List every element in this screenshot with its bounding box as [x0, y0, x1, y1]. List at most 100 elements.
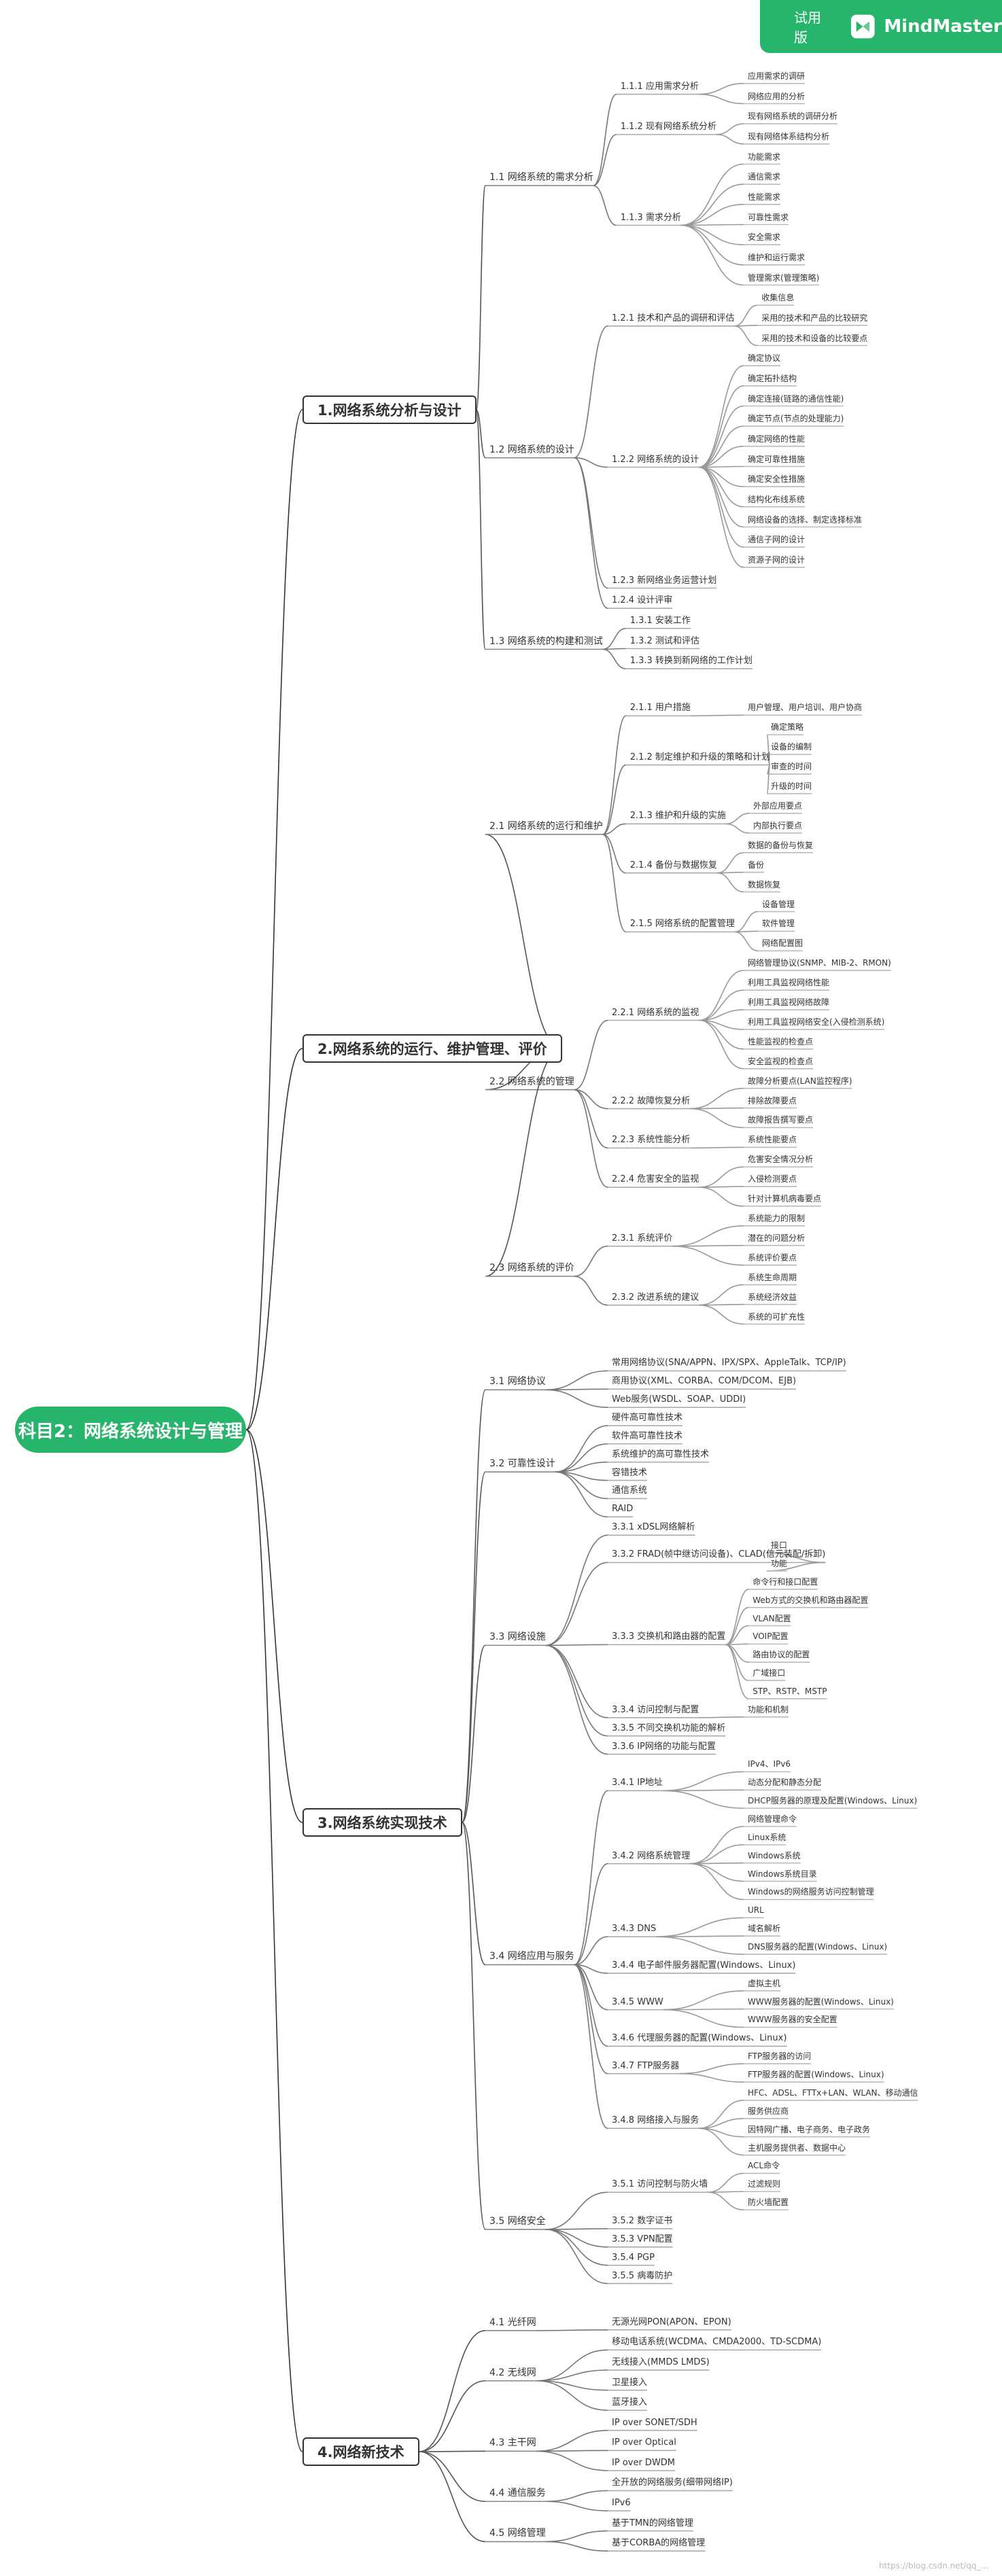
- topic-node[interactable]: 收集信息: [761, 293, 795, 303]
- topic-node[interactable]: 通信子网的设计: [748, 535, 806, 545]
- subsection-node[interactable]: 3.5.2 数字证书: [612, 2215, 673, 2226]
- topic-node[interactable]: 功能需求: [748, 152, 781, 162]
- topic-node[interactable]: DHCP服务器的原理及配置(Windows、Linux): [748, 1796, 918, 1806]
- topic-node[interactable]: 利用工具监视网络安全(入侵检测系统): [748, 1017, 885, 1027]
- subsection-node[interactable]: 3.5.5 病毒防护: [612, 2270, 673, 2281]
- topic-node[interactable]: 设备管理: [761, 899, 795, 909]
- topic-node[interactable]: 动态分配和静态分配: [748, 1778, 822, 1788]
- subsection-node[interactable]: 1.2.1 技术和产品的调研和评估: [612, 313, 735, 323]
- topic-node[interactable]: 广域接口: [753, 1668, 786, 1678]
- section-node[interactable]: 3.3 网络设施: [489, 1631, 546, 1643]
- topic-node[interactable]: 软件管理: [761, 919, 795, 929]
- topic-node[interactable]: 网络应用的分析: [748, 91, 806, 101]
- topic-node[interactable]: 数据恢复: [748, 879, 781, 889]
- subsection-node[interactable]: 全开放的网络服务(细带网络IP): [612, 2477, 733, 2488]
- subsection-node[interactable]: 2.1.4 备份与数据恢复: [629, 860, 717, 870]
- subsection-node[interactable]: 1.1.2 现有网络系统分析: [620, 122, 716, 132]
- topic-node[interactable]: STP、RSTP、MSTP: [753, 1686, 827, 1696]
- subsection-node[interactable]: 2.2.1 网络系统的监视: [612, 1007, 699, 1018]
- subsection-node[interactable]: IPv6: [612, 2498, 631, 2509]
- section-node[interactable]: 3.2 可靠性设计: [489, 1458, 555, 1470]
- subsection-node[interactable]: 卫星接入: [612, 2377, 648, 2388]
- topic-node[interactable]: 系统生命周期: [748, 1272, 797, 1282]
- topic-node[interactable]: 利用工具监视网络性能: [748, 978, 830, 988]
- topic-node[interactable]: Linux系统: [748, 1832, 787, 1842]
- topic-node[interactable]: 功能: [771, 1558, 788, 1568]
- branch-node-1[interactable]: 1.网络系统分析与设计: [303, 395, 477, 424]
- topic-node[interactable]: FTP服务器的配置(Windows、Linux): [748, 2070, 884, 2080]
- subsection-node[interactable]: 3.5.4 PGP: [612, 2252, 655, 2263]
- topic-node[interactable]: 网络管理命令: [748, 1814, 797, 1824]
- topic-node[interactable]: 采用的技术和设备的比较要点: [761, 333, 868, 343]
- topic-node[interactable]: WWW服务器的配置(Windows、Linux): [748, 1996, 894, 2007]
- subsection-node[interactable]: RAID: [612, 1504, 634, 1515]
- subsection-node[interactable]: 2.3.1 系统评价: [612, 1233, 673, 1243]
- subsection-node[interactable]: Web服务(WSDL、SOAP、UDDI): [612, 1394, 746, 1405]
- subsection-node[interactable]: 3.4.7 FTP服务器: [612, 2060, 680, 2071]
- section-node[interactable]: 4.4 通信服务: [489, 2488, 546, 2499]
- topic-node[interactable]: 通信需求: [748, 172, 781, 182]
- topic-node[interactable]: 确定策略: [771, 722, 804, 733]
- topic-node[interactable]: 外部应用要点: [753, 800, 802, 811]
- topic-node[interactable]: 设备的编制: [771, 742, 812, 752]
- topic-node[interactable]: Windows的网络服务访问控制管理: [748, 1887, 874, 1897]
- branch-node-3[interactable]: 3.网络系统实现技术: [303, 1808, 462, 1837]
- subsection-node[interactable]: 无源光网PON(APON、EPON): [612, 2316, 731, 2327]
- section-node[interactable]: 4.2 无线网: [489, 2367, 536, 2378]
- subsection-node[interactable]: 3.4.2 网络系统管理: [612, 1850, 691, 1861]
- section-node[interactable]: 2.1 网络系统的运行和维护: [489, 820, 603, 832]
- subsection-node[interactable]: 1.3.1 安装工作: [629, 615, 691, 626]
- subsection-node[interactable]: 软件高可靠性技术: [612, 1430, 683, 1441]
- subsection-node[interactable]: IP over DWDM: [612, 2457, 676, 2468]
- topic-node[interactable]: 管理需求(管理策略): [748, 272, 820, 283]
- subsection-node[interactable]: 3.3.4 访问控制与配置: [612, 1704, 699, 1715]
- topic-node[interactable]: 系统能力的限制: [748, 1214, 806, 1224]
- topic-node[interactable]: Windows系统: [748, 1850, 801, 1860]
- section-node[interactable]: 1.2 网络系统的设计: [489, 444, 574, 455]
- subsection-node[interactable]: 1.2.4 设计评审: [612, 595, 673, 606]
- topic-node[interactable]: 确定网络的性能: [748, 434, 806, 444]
- topic-node[interactable]: 系统性能要点: [748, 1135, 797, 1145]
- branch-node-2[interactable]: 2.网络系统的运行、维护管理、评价: [303, 1034, 562, 1063]
- topic-node[interactable]: 资源子网的设计: [748, 554, 806, 565]
- topic-node[interactable]: 结构化布线系统: [748, 494, 806, 504]
- topic-node[interactable]: 应用需求的调研: [748, 71, 806, 81]
- subsection-node[interactable]: 3.5.1 访问控制与防火墙: [612, 2179, 708, 2190]
- section-node[interactable]: 1.1 网络系统的需求分析: [489, 172, 593, 183]
- subsection-node[interactable]: 3.5.3 VPN配置: [612, 2234, 673, 2244]
- subsection-node[interactable]: 常用网络协议(SNA/APPN、IPX/SPX、AppleTalk、TCP/IP…: [612, 1358, 846, 1369]
- subsection-node[interactable]: 1.2.2 网络系统的设计: [612, 454, 699, 465]
- topic-node[interactable]: 故障分析要点(LAN监控程序): [748, 1076, 852, 1086]
- subsection-node[interactable]: 1.3.2 测试和评估: [629, 635, 699, 646]
- subsection-node[interactable]: 3.3.3 交换机和路由器的配置: [612, 1631, 726, 1642]
- topic-node[interactable]: 因特网广播、电子商务、电子政务: [748, 2124, 871, 2134]
- subsection-node[interactable]: 2.1.3 维护和升级的实施: [629, 811, 726, 822]
- topic-node[interactable]: 路由协议的配置: [753, 1650, 810, 1660]
- topic-node[interactable]: VOIP配置: [753, 1631, 789, 1642]
- section-node[interactable]: 2.2 网络系统的管理: [489, 1076, 574, 1087]
- topic-node[interactable]: 网络设备的选择、制定选择标准: [748, 514, 863, 525]
- subsection-node[interactable]: 3.3.2 FRAD(帧中继访问设备)、CLAD(信元装配/拆卸): [612, 1549, 826, 1560]
- subsection-node[interactable]: 无线接入(MMDS LMDS): [612, 2357, 710, 2367]
- topic-node[interactable]: 内部执行要点: [753, 820, 802, 830]
- topic-node[interactable]: IPv4、IPv6: [748, 1759, 791, 1769]
- topic-node[interactable]: FTP服务器的访问: [748, 2051, 812, 2062]
- topic-node[interactable]: 系统的可扩充性: [748, 1311, 806, 1322]
- topic-node[interactable]: 现有网络系统的调研分析: [748, 111, 838, 122]
- subsection-node[interactable]: 移动电话系统(WCDMA、CMDA2000、TD-SCDMA): [612, 2337, 822, 2348]
- topic-node[interactable]: 性能需求: [748, 192, 781, 202]
- topic-node[interactable]: 虚拟主机: [748, 1978, 781, 1988]
- topic-node[interactable]: 确定安全性措施: [748, 474, 806, 484]
- section-node[interactable]: 1.3 网络系统的构建和测试: [489, 635, 603, 647]
- topic-node[interactable]: 安全需求: [748, 232, 781, 243]
- topic-node[interactable]: ACL命令: [748, 2161, 780, 2171]
- topic-node[interactable]: HFC、ADSL、FTTx+LAN、WLAN、移动通信: [748, 2087, 918, 2098]
- subsection-node[interactable]: 基于CORBA的网络管理: [612, 2538, 706, 2549]
- subsection-node[interactable]: 1.1.3 需求分析: [620, 212, 681, 223]
- subsection-node[interactable]: 3.4.4 电子邮件服务器配置(Windows、Linux): [612, 1960, 796, 1971]
- topic-node[interactable]: 安全监视的检查点: [748, 1056, 814, 1066]
- topic-node[interactable]: Windows系统目录: [748, 1869, 817, 1879]
- subsection-node[interactable]: 硬件高可靠性技术: [612, 1413, 683, 1424]
- topic-node[interactable]: 功能和机制: [748, 1704, 789, 1714]
- subsection-node[interactable]: 3.4.1 IP地址: [612, 1778, 663, 1788]
